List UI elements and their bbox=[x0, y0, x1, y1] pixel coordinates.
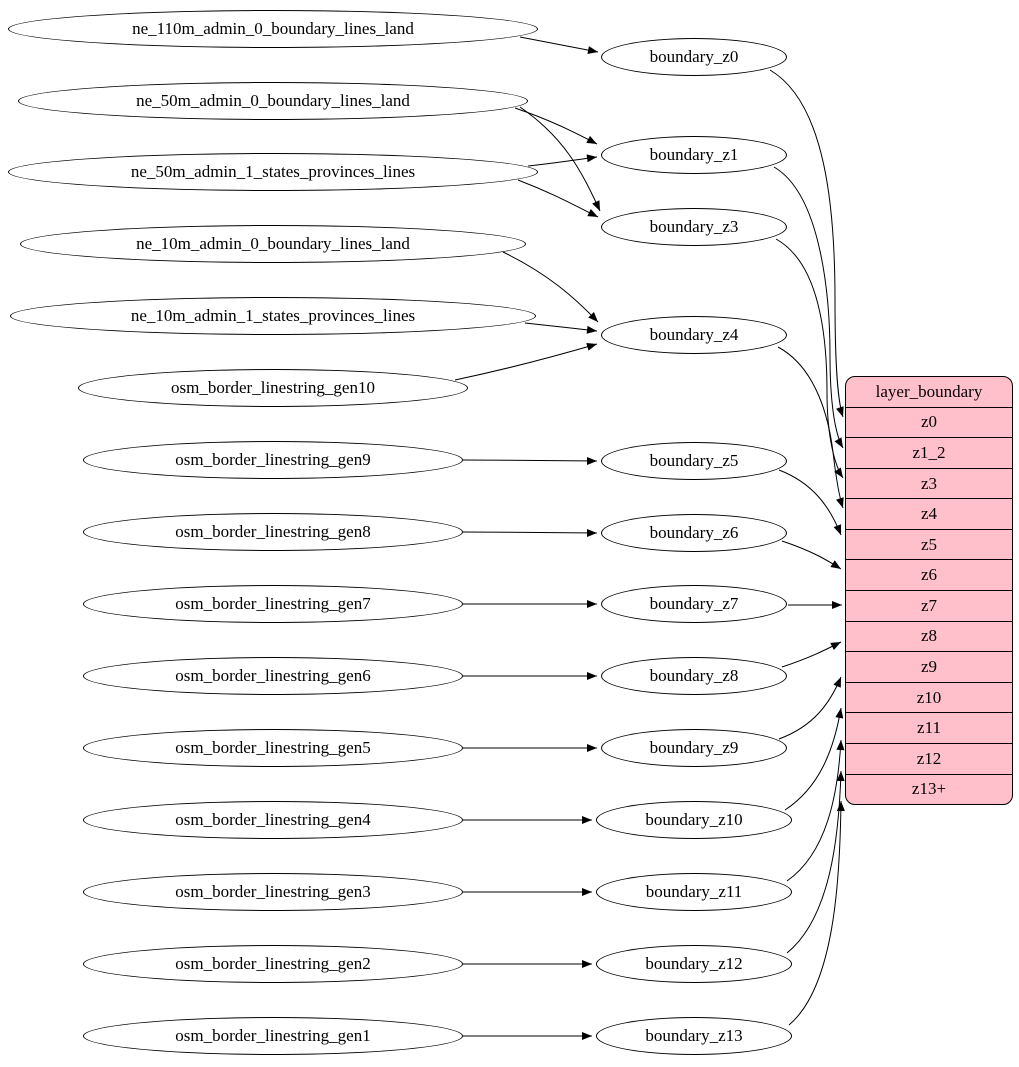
layer-row-z3: z3 bbox=[846, 467, 1012, 499]
node-label: osm_border_linestring_gen9 bbox=[175, 450, 371, 469]
node-ne_110m_admin_0_boundary_lines_land: ne_110m_admin_0_boundary_lines_land bbox=[8, 10, 538, 48]
node-label: osm_border_linestring_gen1 bbox=[175, 1026, 371, 1045]
layer-row-z7: z7 bbox=[846, 590, 1012, 621]
node-label: boundary_z5 bbox=[649, 451, 739, 470]
edge-ne_50m_admin_1_states_provinces_lines-boundary_z3 bbox=[517, 179, 599, 218]
node-label: boundary_z12 bbox=[645, 954, 743, 973]
node-boundary_z4: boundary_z4 bbox=[601, 316, 787, 354]
node-ne_50m_admin_0_boundary_lines_land: ne_50m_admin_0_boundary_lines_land bbox=[18, 82, 528, 120]
edge-boundary_z3-z3 bbox=[775, 238, 844, 479]
node-label: boundary_z9 bbox=[649, 738, 739, 757]
node-label: boundary_z0 bbox=[649, 47, 739, 66]
node-label: ne_10m_admin_0_boundary_lines_land bbox=[136, 234, 410, 253]
node-osm_border_linestring_gen2: osm_border_linestring_gen2 bbox=[83, 945, 463, 983]
node-ne_10m_admin_0_boundary_lines_land: ne_10m_admin_0_boundary_lines_land bbox=[20, 225, 526, 263]
node-label: osm_border_linestring_gen10 bbox=[171, 378, 375, 397]
node-label: boundary_z7 bbox=[649, 594, 739, 613]
node-boundary_z9: boundary_z9 bbox=[601, 729, 787, 767]
node-ne_10m_admin_1_states_provinces_lines: ne_10m_admin_1_states_provinces_lines bbox=[10, 297, 536, 335]
node-boundary_z3: boundary_z3 bbox=[601, 208, 787, 246]
node-label: boundary_z4 bbox=[649, 325, 739, 344]
edge-osm_border_linestring_gen10-boundary_z4 bbox=[454, 342, 598, 381]
node-boundary_z6: boundary_z6 bbox=[601, 514, 787, 552]
edge-boundary_z4-z4 bbox=[777, 346, 844, 509]
node-label: boundary_z8 bbox=[649, 666, 739, 685]
layer-row-z11: z11 bbox=[846, 712, 1012, 743]
edge-ne_50m_admin_1_states_provinces_lines-boundary_z1 bbox=[527, 154, 598, 167]
layer-row-z4: z4 bbox=[846, 498, 1012, 529]
node-label: boundary_z3 bbox=[649, 217, 739, 236]
node-label: boundary_z10 bbox=[645, 810, 743, 829]
node-osm_border_linestring_gen6: osm_border_linestring_gen6 bbox=[83, 657, 463, 695]
node-label: boundary_z1 bbox=[649, 145, 739, 164]
node-osm_border_linestring_gen10: osm_border_linestring_gen10 bbox=[78, 369, 468, 407]
node-osm_border_linestring_gen3: osm_border_linestring_gen3 bbox=[83, 873, 463, 911]
node-boundary_z1: boundary_z1 bbox=[601, 136, 787, 174]
edge-ne_10m_admin_0_boundary_lines_land-boundary_z4 bbox=[502, 251, 599, 323]
node-osm_border_linestring_gen1: osm_border_linestring_gen1 bbox=[83, 1017, 463, 1055]
node-osm_border_linestring_gen9: osm_border_linestring_gen9 bbox=[83, 441, 463, 479]
node-boundary_z13: boundary_z13 bbox=[596, 1017, 792, 1055]
node-label: ne_50m_admin_0_boundary_lines_land bbox=[136, 91, 410, 110]
layer-row-z0: z0 bbox=[846, 406, 1012, 438]
node-boundary_z11: boundary_z11 bbox=[596, 873, 792, 911]
node-osm_border_linestring_gen8: osm_border_linestring_gen8 bbox=[83, 513, 463, 551]
edge-boundary_z6-z6 bbox=[781, 540, 842, 570]
layer-row-z13plus: z13+ bbox=[846, 773, 1012, 804]
edge-ne_10m_admin_1_states_provinces_lines-boundary_z4 bbox=[524, 322, 598, 334]
node-label: osm_border_linestring_gen6 bbox=[175, 666, 371, 685]
node-boundary_z7: boundary_z7 bbox=[601, 585, 787, 623]
node-label: ne_50m_admin_1_states_provinces_lines bbox=[130, 162, 416, 181]
node-boundary_z12: boundary_z12 bbox=[596, 945, 792, 983]
layer-row-z6: z6 bbox=[846, 559, 1012, 590]
edge-boundary_z13-z13plus bbox=[788, 800, 845, 1026]
edge-ne_50m_admin_0_boundary_lines_land-boundary_z1 bbox=[514, 107, 598, 145]
node-boundary_z5: boundary_z5 bbox=[601, 442, 787, 480]
node-label: boundary_z13 bbox=[645, 1026, 743, 1045]
node-label: ne_110m_admin_0_boundary_lines_land bbox=[132, 19, 414, 38]
node-label: osm_border_linestring_gen7 bbox=[175, 594, 371, 613]
node-label: ne_10m_admin_1_states_provinces_lines bbox=[130, 306, 416, 325]
edge-osm_border_linestring_gen9-boundary_z5 bbox=[462, 456, 598, 465]
node-osm_border_linestring_gen4: osm_border_linestring_gen4 bbox=[83, 801, 463, 839]
node-label: osm_border_linestring_gen5 bbox=[175, 738, 371, 757]
edge-ne_50m_admin_0_boundary_lines_land-boundary_z3 bbox=[519, 106, 601, 212]
edge-osm_border_linestring_gen8-boundary_z6 bbox=[462, 528, 598, 537]
node-ne_50m_admin_1_states_provinces_lines: ne_50m_admin_1_states_provinces_lines bbox=[8, 153, 538, 191]
edge-boundary_z10-z10 bbox=[784, 707, 844, 811]
layer-row-z9: z9 bbox=[846, 651, 1012, 682]
layer-row-z12: z12 bbox=[846, 742, 1012, 774]
edge-boundary_z8-z8 bbox=[781, 641, 842, 668]
edge-boundary_z12-z12 bbox=[786, 770, 845, 954]
layer-row-z5: z5 bbox=[846, 528, 1012, 560]
node-boundary_z10: boundary_z10 bbox=[596, 801, 792, 839]
node-osm_border_linestring_gen5: osm_border_linestring_gen5 bbox=[83, 729, 463, 767]
node-label: osm_border_linestring_gen8 bbox=[175, 522, 371, 541]
edge-ne_110m_admin_0_boundary_lines_land-boundary_z0 bbox=[519, 36, 599, 55]
edge-boundary_z1-z1_2 bbox=[773, 166, 844, 449]
node-label: boundary_z6 bbox=[649, 523, 739, 542]
layer-row-z1_2: z1_2 bbox=[846, 437, 1012, 468]
edge-boundary_z11-z11 bbox=[786, 739, 845, 882]
layer-boundary-record: layer_boundary z0 z1_2 z3 z4 z5 z6 z7 z8… bbox=[845, 376, 1013, 805]
node-osm_border_linestring_gen7: osm_border_linestring_gen7 bbox=[83, 585, 463, 623]
layer-boundary-title: layer_boundary bbox=[875, 381, 983, 401]
edge-boundary_z0-z0 bbox=[769, 69, 844, 418]
edge-boundary_z5-z5 bbox=[778, 469, 842, 536]
node-label: boundary_z11 bbox=[645, 882, 743, 901]
node-label: osm_border_linestring_gen2 bbox=[175, 954, 371, 973]
node-boundary_z0: boundary_z0 bbox=[601, 38, 787, 76]
layer-row-z8: z8 bbox=[846, 620, 1012, 652]
edge-boundary_z9-z9 bbox=[778, 676, 842, 740]
node-label: osm_border_linestring_gen4 bbox=[175, 810, 371, 829]
node-label: osm_border_linestring_gen3 bbox=[175, 882, 371, 901]
node-boundary_z8: boundary_z8 bbox=[601, 657, 787, 695]
layer-row-z10: z10 bbox=[846, 681, 1012, 713]
